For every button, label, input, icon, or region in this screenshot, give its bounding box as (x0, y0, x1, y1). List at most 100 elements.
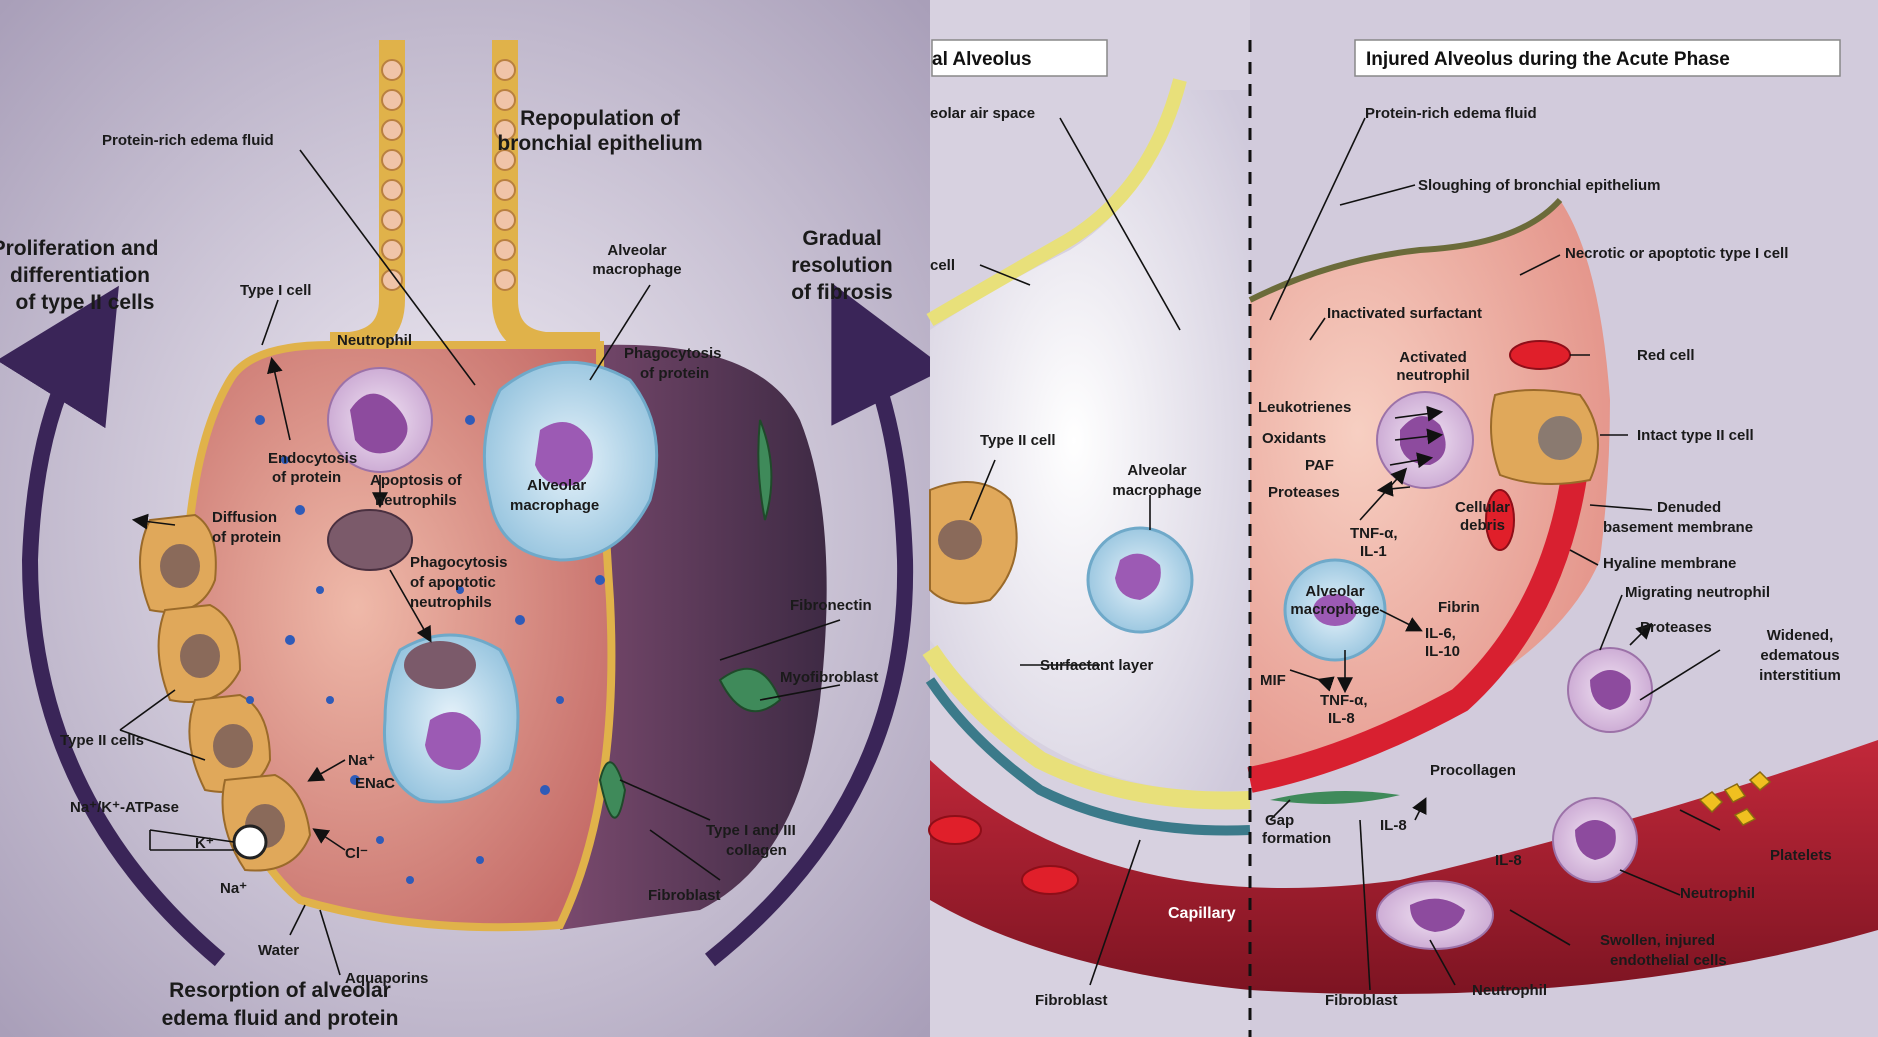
label-cellular-debris-2: debris (1460, 517, 1505, 534)
resolution-title-line2: resolution (791, 254, 893, 277)
label-phago-apoptotic-2: of apoptotic (410, 574, 496, 591)
repopulation-title-line2: bronchial epithelium (497, 132, 702, 155)
label-air-space: eolar air space (930, 105, 1035, 122)
label-swollen-1: Swollen, injured (1600, 932, 1715, 949)
left-panel: Repopulation of bronchial epithelium Pro… (0, 0, 930, 1037)
label-capillary: Capillary (1168, 905, 1236, 922)
label-edema-fluid: Protein-rich edema fluid (102, 132, 274, 149)
label-atpase: Na⁺/K⁺-ATPase (70, 799, 179, 816)
label-phagocytosis-protein-1: Phagocytosis (624, 345, 722, 362)
label-type-i-cell: Type I cell (240, 282, 311, 299)
header-normal-alveolus: al Alveolus (932, 49, 1032, 70)
label-inner-macrophage-2: macrophage (510, 497, 599, 514)
label-collagen-2: collagen (726, 842, 787, 859)
label-mif: MIF (1260, 672, 1286, 689)
label-type-ii-cells: Type II cells (60, 732, 144, 749)
label-cl: Cl⁻ (345, 845, 368, 862)
label-proteases-right: Proteases (1640, 619, 1712, 636)
label-il6-2: IL-10 (1425, 643, 1460, 660)
label-fibroblast: Fibroblast (648, 887, 721, 904)
normal-macrophage-icon (1088, 528, 1192, 632)
activated-neutrophil-icon (1377, 392, 1473, 488)
label-apoptosis-2: neutrophils (375, 492, 457, 509)
label-injured-macrophage-1: Alveolar (1305, 583, 1364, 600)
label-phago-apoptotic-3: neutrophils (410, 594, 492, 611)
label-activated-neutrophil-2: neutrophil (1396, 367, 1469, 384)
label-platelets: Platelets (1770, 847, 1832, 864)
label-surfactant-layer: Surfactant layer (1040, 657, 1154, 674)
label-injured-macrophage-2: macrophage (1290, 601, 1379, 618)
label-widened-1: Widened, (1767, 627, 1834, 644)
label-inner-macrophage-1: Alveolar (527, 477, 586, 494)
label-proteases: Proteases (1268, 484, 1340, 501)
label-collagen-1: Type I and III (706, 822, 796, 839)
label-tnf-il1-2: IL-1 (1360, 543, 1387, 560)
right-panel: al Alveolus Injured Alveolus during the … (929, 0, 1878, 1037)
label-tnf-il8-1: TNF-α, (1320, 692, 1368, 709)
label-apoptosis-1: Apoptosis of (370, 472, 463, 489)
label-widened-3: interstitium (1759, 667, 1841, 684)
label-cellular-debris-1: Cellular (1455, 499, 1510, 516)
label-gap-2: formation (1262, 830, 1331, 847)
label-activated-neutrophil-1: Activated (1399, 349, 1467, 366)
label-paf: PAF (1305, 457, 1334, 474)
label-normal-macrophage-1: Alveolar (1127, 462, 1186, 479)
label-leukotrienes: Leukotrienes (1258, 399, 1351, 416)
label-tnf-il8-2: IL-8 (1328, 710, 1355, 727)
label-neutrophil: Neutrophil (337, 332, 412, 349)
label-il6-1: IL-6, (1425, 625, 1456, 642)
label-migrating-neutrophil: Migrating neutrophil (1625, 584, 1770, 601)
label-fibrin: Fibrin (1438, 599, 1480, 616)
label-procollagen: Procollagen (1430, 762, 1516, 779)
label-fibronectin: Fibronectin (790, 597, 872, 614)
label-denuded-1: Denuded (1657, 499, 1721, 516)
label-edema-fluid-right: Protein-rich edema fluid (1365, 105, 1537, 122)
label-il8-b: IL-8 (1495, 852, 1522, 869)
apoptotic-neutrophil-icon (328, 510, 412, 570)
label-oxidants: Oxidants (1262, 430, 1326, 447)
label-type-i-cell-cut: cell (930, 257, 955, 274)
resolution-title-line3: of fibrosis (791, 281, 893, 304)
label-intact-type-ii: Intact type II cell (1637, 427, 1754, 444)
label-red-cell: Red cell (1637, 347, 1695, 364)
proliferation-title-line2: differentiation (10, 264, 150, 287)
label-denuded-2: basement membrane (1603, 519, 1753, 536)
label-normal-macrophage-2: macrophage (1112, 482, 1201, 499)
label-endocytosis-1: Endocytosis (268, 450, 357, 467)
label-na-low: Na⁺ (220, 880, 247, 897)
label-widened-2: edematous (1760, 647, 1839, 664)
label-tnf-il1-1: TNF-α, (1350, 525, 1398, 542)
label-na: Na⁺ (348, 752, 375, 769)
label-sloughing: Sloughing of bronchial epithelium (1418, 177, 1661, 194)
repopulation-title-line1: Repopulation of (520, 107, 681, 130)
label-fibroblast-bottom: Fibroblast (1325, 992, 1398, 1009)
na-k-atpase-pump-icon (234, 826, 266, 858)
label-diffusion-1: Diffusion (212, 509, 277, 526)
label-water: Water (258, 942, 299, 959)
label-necrotic: Necrotic or apoptotic type I cell (1565, 245, 1788, 262)
proliferation-title-line1: Proliferation and (0, 237, 158, 260)
resolution-title-line1: Gradual (802, 227, 881, 250)
label-endocytosis-2: of protein (272, 469, 341, 486)
label-fibroblast-left: Fibroblast (1035, 992, 1108, 1009)
label-enac: ENaC (355, 775, 395, 792)
label-il8-a: IL-8 (1380, 817, 1407, 834)
label-aquaporins: Aquaporins (345, 970, 428, 987)
label-diffusion-2: of protein (212, 529, 281, 546)
resorption-title-line2: edema fluid and protein (162, 1007, 399, 1030)
label-phago-apoptotic-1: Phagocytosis (410, 554, 508, 571)
label-hyaline-membrane: Hyaline membrane (1603, 555, 1736, 572)
intact-type-ii-cell-icon (1491, 390, 1598, 484)
label-gap-1: Gap (1265, 812, 1294, 829)
label-alveolar-macrophage-1: Alveolar (607, 242, 666, 259)
label-phagocytosis-protein-2: of protein (640, 365, 709, 382)
migrating-neutrophil-icon (1568, 648, 1652, 732)
header-injured-alveolus: Injured Alveolus during the Acute Phase (1366, 49, 1730, 70)
label-myofibroblast: Myofibroblast (780, 669, 878, 686)
alveolar-macrophage-bottom-icon (384, 635, 518, 802)
label-alveolar-macrophage-2: macrophage (592, 261, 681, 278)
label-k: K⁺ (195, 835, 214, 852)
proliferation-title-line3: of type II cells (16, 291, 155, 314)
